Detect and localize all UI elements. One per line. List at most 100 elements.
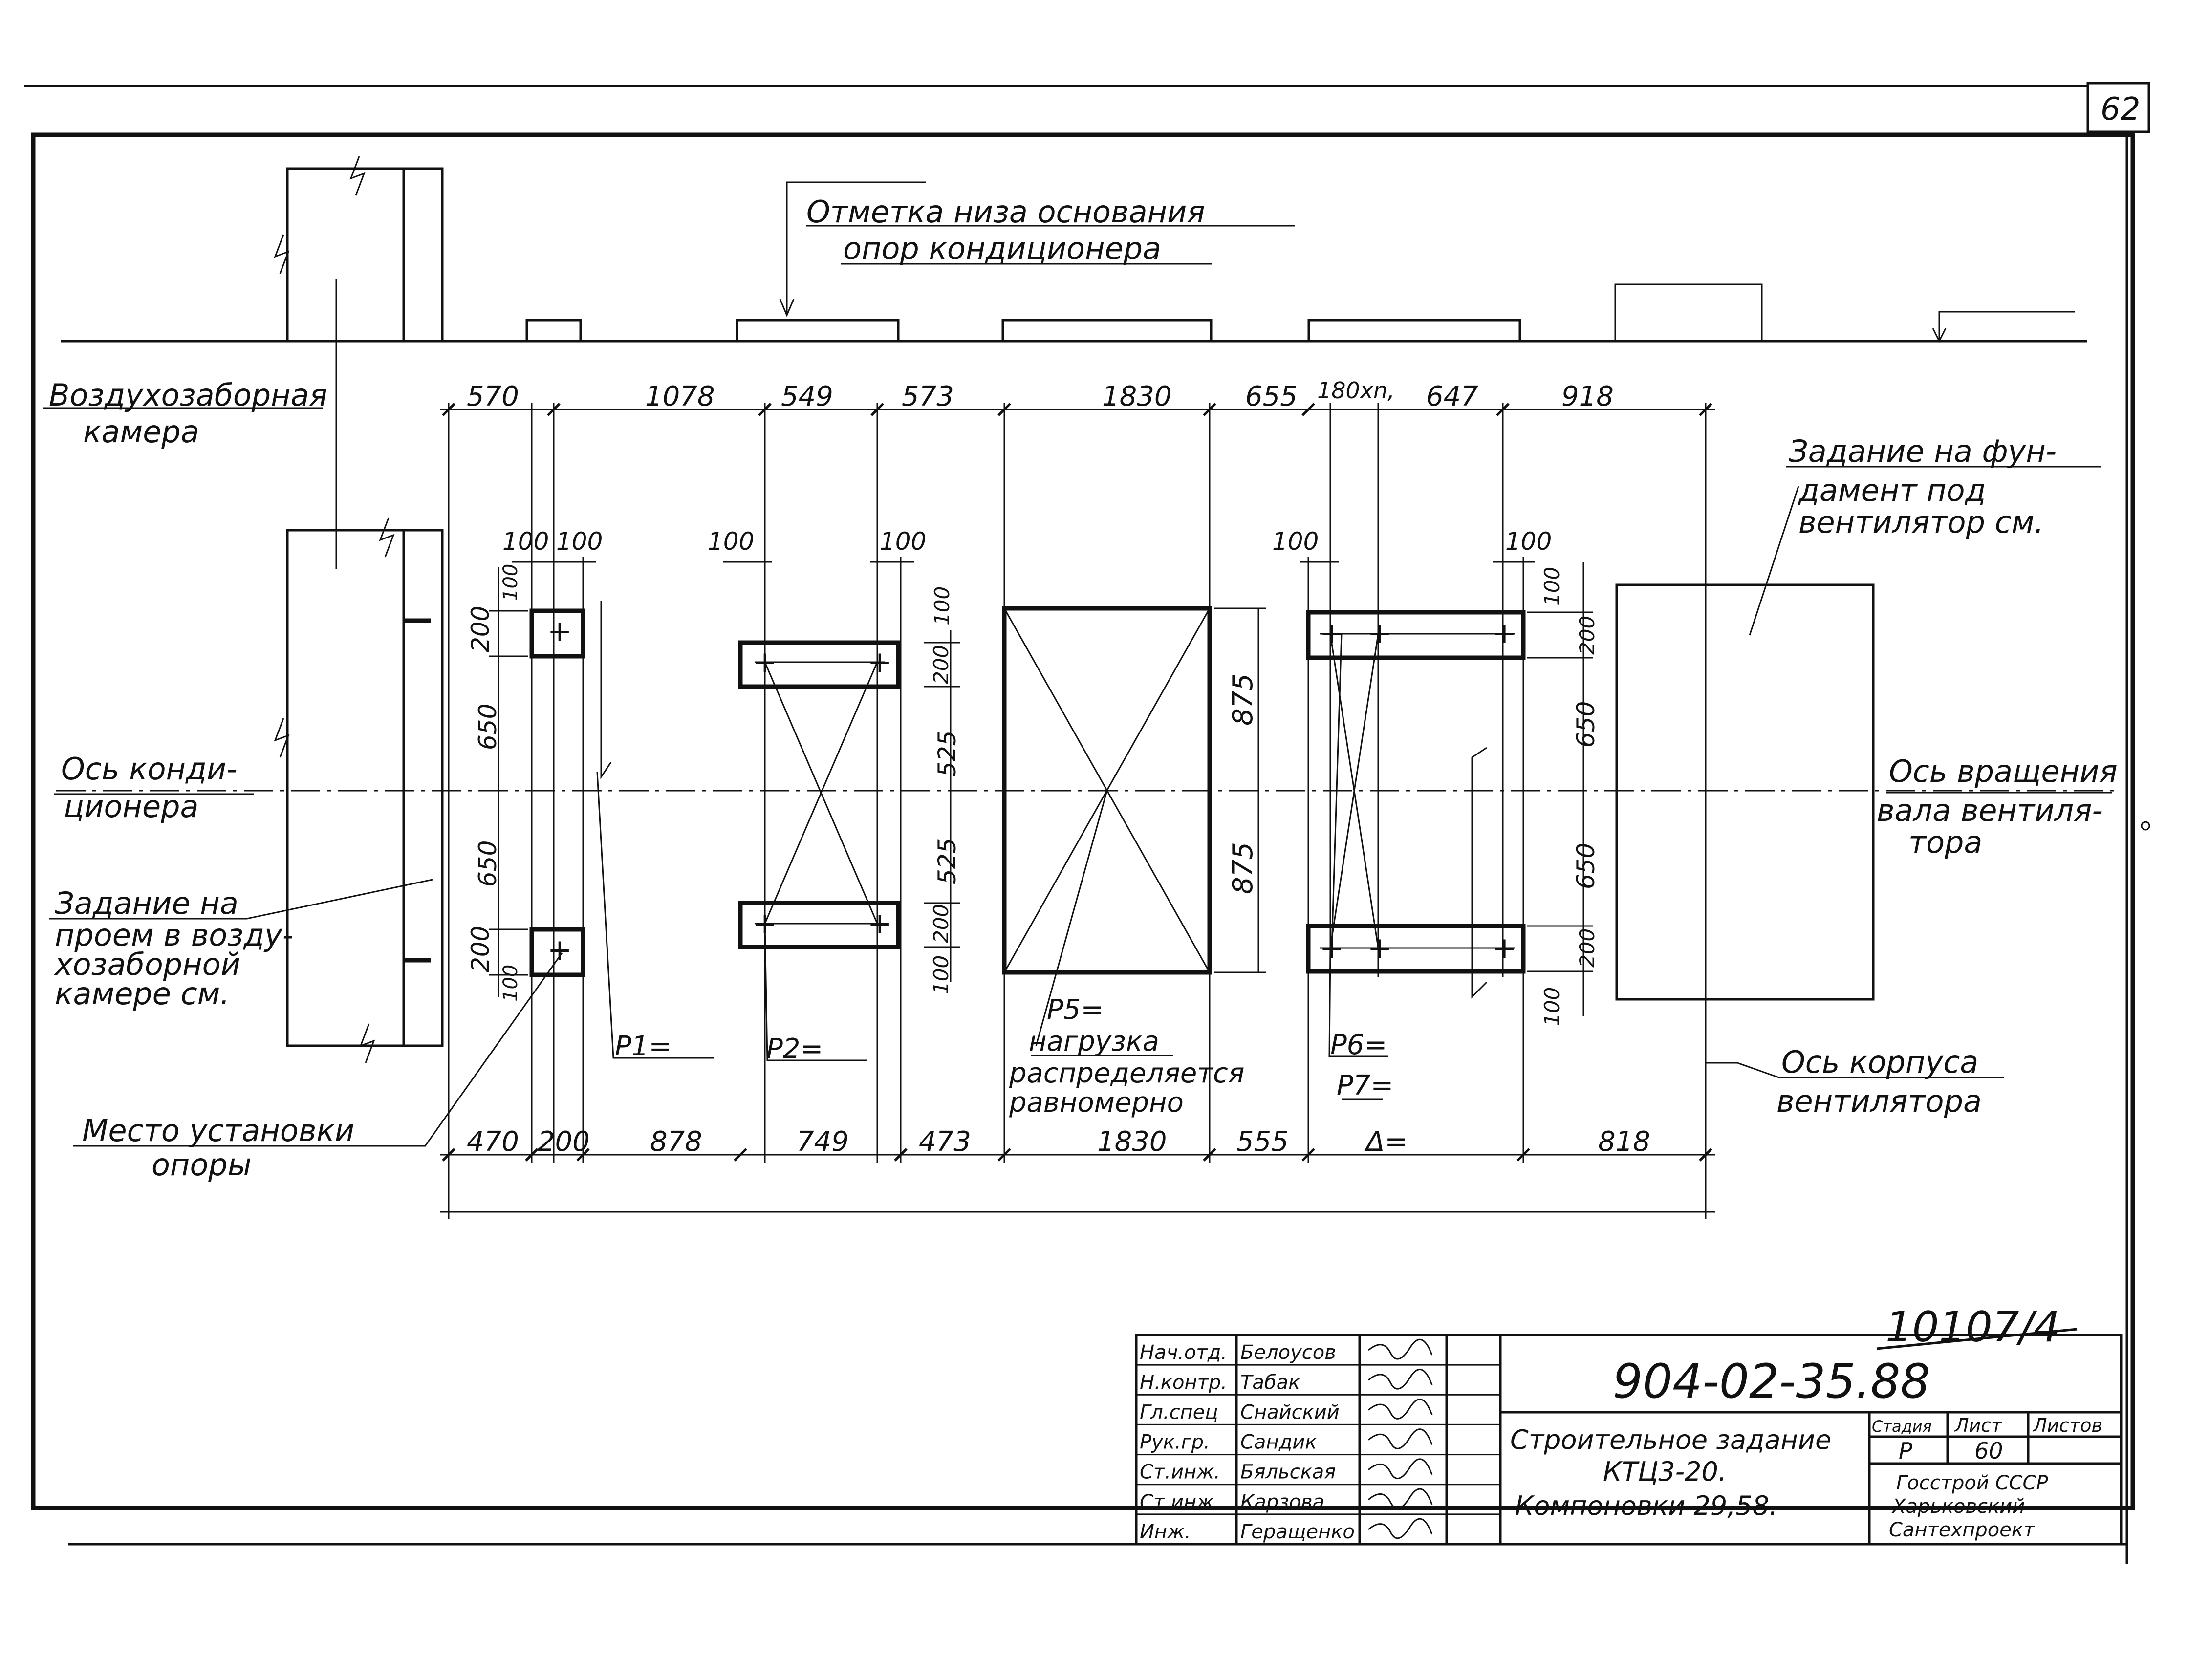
shaft-axis-label: Ось вращения [1889, 754, 2118, 789]
delta-label: Δ= [1364, 1126, 1408, 1158]
break-mark [349, 156, 366, 196]
org-line: Госстрой СССР [1896, 1472, 2048, 1494]
doc-title-3: Компоновки 29,58. [1515, 1490, 1777, 1521]
break-mark [274, 234, 290, 274]
vdim-200: 200 [1575, 928, 1599, 968]
intake-chamber-outline [286, 529, 444, 1047]
top-dim-573: 573 [902, 381, 954, 412]
tb-role: Н.контр. [1140, 1371, 1227, 1394]
fan-base-elevation [1614, 283, 1763, 341]
leader-line [1749, 486, 1799, 636]
p6-leader [1328, 948, 1388, 1057]
foundation-task-label-2: дамент под [1798, 473, 1986, 508]
vdim-650: 650 [474, 840, 502, 887]
org-line-2: Харьковский [1891, 1495, 2025, 1518]
break-mark [359, 1023, 375, 1063]
opening-task-label-3: хозаборной [54, 947, 240, 982]
vdim-525: 525 [933, 731, 961, 777]
top-dim-1078: 1078 [645, 381, 715, 412]
top-dimension-chain: 570 1078 549 573 1830 655 180xn, 647 918 [440, 377, 1715, 416]
casing-marker [1471, 747, 1488, 999]
vdim-100: 100 [1540, 987, 1564, 1026]
p6-label: P6= [1330, 1029, 1387, 1061]
p5-note: нагрузка [1029, 1026, 1159, 1057]
cross-icon: + [1367, 616, 1392, 650]
support-bar-top [1306, 610, 1526, 660]
vdim-100: 100 [1540, 567, 1564, 606]
support-6-7: + + + + + + 100 100 100 200 650 650 200 … [1272, 527, 1600, 1101]
cross-icon: + [1492, 616, 1516, 650]
casing-axis-leader [1706, 1062, 2004, 1078]
dimension-tick [734, 1148, 747, 1162]
support-frame [1002, 606, 1212, 975]
p2-label: P2= [766, 1033, 823, 1065]
stamp-underline [1876, 1328, 2078, 1350]
dim-100: 100 [556, 527, 603, 556]
intake-chamber-elevation [286, 167, 444, 341]
fan-foundation-outline [1615, 583, 1875, 1001]
opening-task-leader [49, 879, 433, 920]
tb-role: Гл.спец [1140, 1401, 1218, 1423]
tb-name: Карзова [1240, 1491, 1324, 1513]
top-dim-647: 647 [1426, 381, 1478, 412]
dimension-tick [442, 403, 455, 416]
support-place-leader [73, 952, 563, 1147]
tb-name: Бяльская [1240, 1461, 1336, 1484]
vdim-650: 650 [1572, 843, 1600, 889]
dim-100: 100 [1272, 527, 1319, 556]
bottom-elevation-label: Отметка низа основания [806, 194, 1205, 230]
support-pad-bottom [529, 927, 585, 977]
support-base [525, 319, 582, 341]
margin-dot [2141, 821, 2150, 831]
foundation-task-label: Задание на фун- [1789, 433, 2057, 469]
vdim-100: 100 [929, 955, 953, 994]
stage-header: Стадия [1872, 1417, 1932, 1436]
vdim-100: 100 [499, 564, 522, 601]
sheet-header: Лист [1954, 1415, 2003, 1436]
dim-100: 100 [1505, 527, 1552, 556]
bottom-dim-1830: 1830 [1097, 1126, 1167, 1158]
arrow-icon [779, 299, 795, 317]
cross-icon: + [867, 906, 892, 941]
cross-icon: + [547, 614, 572, 648]
vdim-200: 200 [929, 645, 953, 684]
support-bar-bottom [1306, 924, 1526, 974]
top-dim-549: 549 [781, 381, 833, 412]
pitch-note: 180xn, [1317, 377, 1395, 404]
support-place-label-2: опоры [152, 1147, 252, 1183]
top-dim-655: 655 [1245, 381, 1298, 412]
cross-icon: + [1367, 931, 1392, 965]
casing-axis-label: Ось корпуса [1781, 1044, 1978, 1080]
cross-icon: + [867, 645, 892, 679]
support-bar-bottom [738, 901, 901, 949]
conditioner-axis-label-2: ционера [64, 789, 198, 824]
p1-label: P1= [615, 1031, 672, 1062]
support-place-label: Место установки [82, 1113, 354, 1148]
support-base [736, 319, 900, 341]
p7-label: P7= [1337, 1070, 1393, 1101]
tb-role: Ст.инж. [1140, 1491, 1220, 1513]
p5-note-3: равномерно [1009, 1087, 1184, 1119]
vdim-200: 200 [1575, 616, 1599, 655]
label-underline [806, 225, 1295, 265]
sheet-number: 62 [2101, 91, 2140, 128]
support-base [1307, 319, 1521, 341]
signature-mark [1368, 1428, 1433, 1449]
opening-task-label-2: проем в возду- [55, 917, 293, 953]
vdim-525: 525 [933, 838, 961, 884]
signature-mark [1368, 1488, 1433, 1509]
intake-chamber-label: Воздухозаборная [49, 377, 327, 413]
dimension-tick [1699, 403, 1712, 416]
bottom-dim-470: 470 [467, 1126, 519, 1158]
bottom-dim-818: 818 [1598, 1126, 1650, 1158]
support-pad-top [529, 608, 585, 659]
stamp-number: 10107/4 [1885, 1303, 2060, 1352]
dimension-tick [442, 1148, 455, 1162]
dim-100: 100 [708, 527, 754, 556]
load-marker [600, 601, 612, 779]
cross-icon: + [547, 933, 572, 967]
bottom-dim-473: 473 [919, 1126, 971, 1158]
support-1: + + 100 100 200 100 650 650 200 100 P1= [466, 527, 714, 1062]
